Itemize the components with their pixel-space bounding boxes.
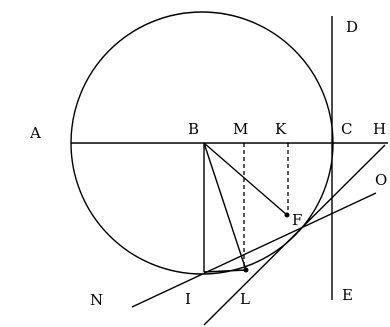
- label-F: F: [292, 211, 302, 229]
- line-N-O: [131, 192, 377, 308]
- label-A: A: [29, 124, 41, 142]
- label-I: I: [185, 290, 191, 308]
- label-N: N: [90, 291, 103, 309]
- point-L: [243, 267, 249, 273]
- label-D: D: [346, 18, 358, 36]
- label-M: M: [233, 120, 248, 138]
- label-E: E: [342, 286, 353, 304]
- label-C: C: [341, 120, 352, 138]
- label-K: K: [275, 120, 287, 138]
- line-B-L: [203, 142, 247, 271]
- label-B: B: [188, 120, 199, 138]
- point-F: [284, 212, 290, 218]
- line-chord-bottom: [203, 269, 247, 273]
- label-O: O: [375, 171, 387, 189]
- line-B-F: [203, 142, 288, 216]
- label-L: L: [240, 290, 250, 308]
- tangent-H-L: [203, 144, 386, 326]
- label-H: H: [373, 120, 386, 138]
